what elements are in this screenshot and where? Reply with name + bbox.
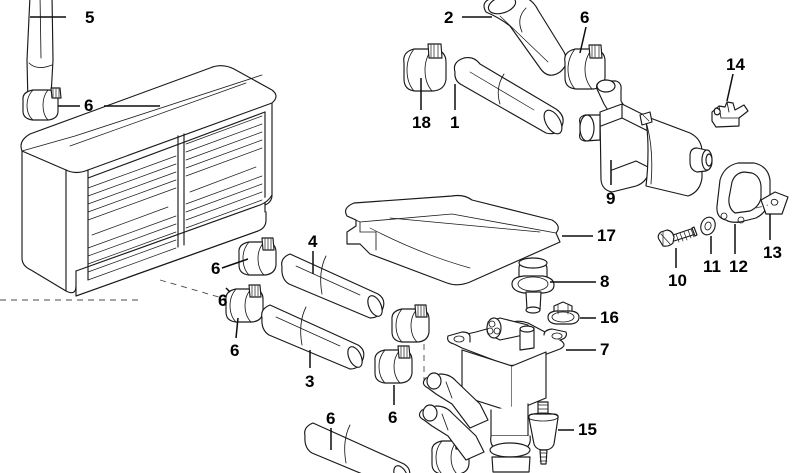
assembly-hint-strap-plate bbox=[755, 204, 769, 209]
part-hex-bolt-10 bbox=[657, 226, 698, 247]
part-auxiliary-water-pump-9 bbox=[578, 79, 713, 197]
callout-label-7: 7 bbox=[600, 340, 610, 359]
part-bracket-strap-12 bbox=[716, 162, 771, 224]
callout-label-16: 16 bbox=[600, 308, 619, 327]
callout-label-10: 10 bbox=[668, 271, 687, 290]
callout-label-18: 18 bbox=[412, 113, 431, 132]
part-hose-clamp-r2 bbox=[225, 284, 264, 323]
callout-label-17: 17 bbox=[597, 226, 616, 245]
callout-label-8: 8 bbox=[600, 272, 610, 291]
part-water-pump-hose-1 bbox=[453, 57, 564, 135]
callout-label-14: 14 bbox=[726, 55, 745, 74]
callout-label-6g: 6 bbox=[326, 409, 336, 428]
part-drain-plug-15 bbox=[527, 401, 559, 465]
leader-lines bbox=[30, 16, 771, 450]
callout-label-6f: 6 bbox=[388, 408, 398, 427]
callout-label-4: 4 bbox=[308, 232, 318, 251]
callout-label-6d: 6 bbox=[218, 291, 228, 310]
part-hose-clamp-18 bbox=[403, 43, 447, 92]
part-hose-clamp-pump bbox=[564, 44, 606, 90]
callout-label-6b: 6 bbox=[84, 96, 94, 115]
callout-label-15: 15 bbox=[578, 420, 597, 439]
part-washer-11 bbox=[700, 216, 716, 236]
callout-label-2: 2 bbox=[444, 8, 454, 27]
callout-label-9: 9 bbox=[606, 189, 616, 208]
part-valve-cover-17 bbox=[344, 194, 561, 286]
part-hose-clamp-r4 bbox=[374, 345, 413, 384]
callout-label-6e: 6 bbox=[230, 341, 240, 360]
part-hose-4 bbox=[281, 253, 385, 319]
callout-label-6a: 6 bbox=[580, 8, 590, 27]
part-retaining-clip-14 bbox=[711, 101, 749, 128]
callout-label-3: 3 bbox=[305, 372, 315, 391]
part-heater-core bbox=[20, 65, 277, 297]
part-hose-clamp-r3 bbox=[391, 304, 430, 343]
part-mounting-plate-13 bbox=[760, 191, 789, 215]
callout-label-13: 13 bbox=[763, 243, 782, 262]
callout-label-5: 5 bbox=[85, 8, 95, 27]
part-hose-clamp-top-left bbox=[22, 87, 62, 121]
part-hose-bottom bbox=[304, 422, 411, 473]
part-water-valve-7 bbox=[418, 317, 567, 473]
callout-label-1: 1 bbox=[450, 113, 460, 132]
assembly-hint-left bbox=[159, 279, 237, 303]
part-rubber-mount-8 bbox=[511, 257, 555, 314]
callout-label-6c: 6 bbox=[211, 259, 221, 278]
part-hose-3 bbox=[261, 304, 365, 370]
part-hose-clamp-r1 bbox=[238, 237, 277, 276]
part-curved-hose-2 bbox=[483, 0, 567, 76]
callout-label-12: 12 bbox=[729, 257, 748, 276]
callout-label-11: 11 bbox=[703, 257, 721, 276]
part-hex-flange-nut-16 bbox=[547, 301, 580, 325]
